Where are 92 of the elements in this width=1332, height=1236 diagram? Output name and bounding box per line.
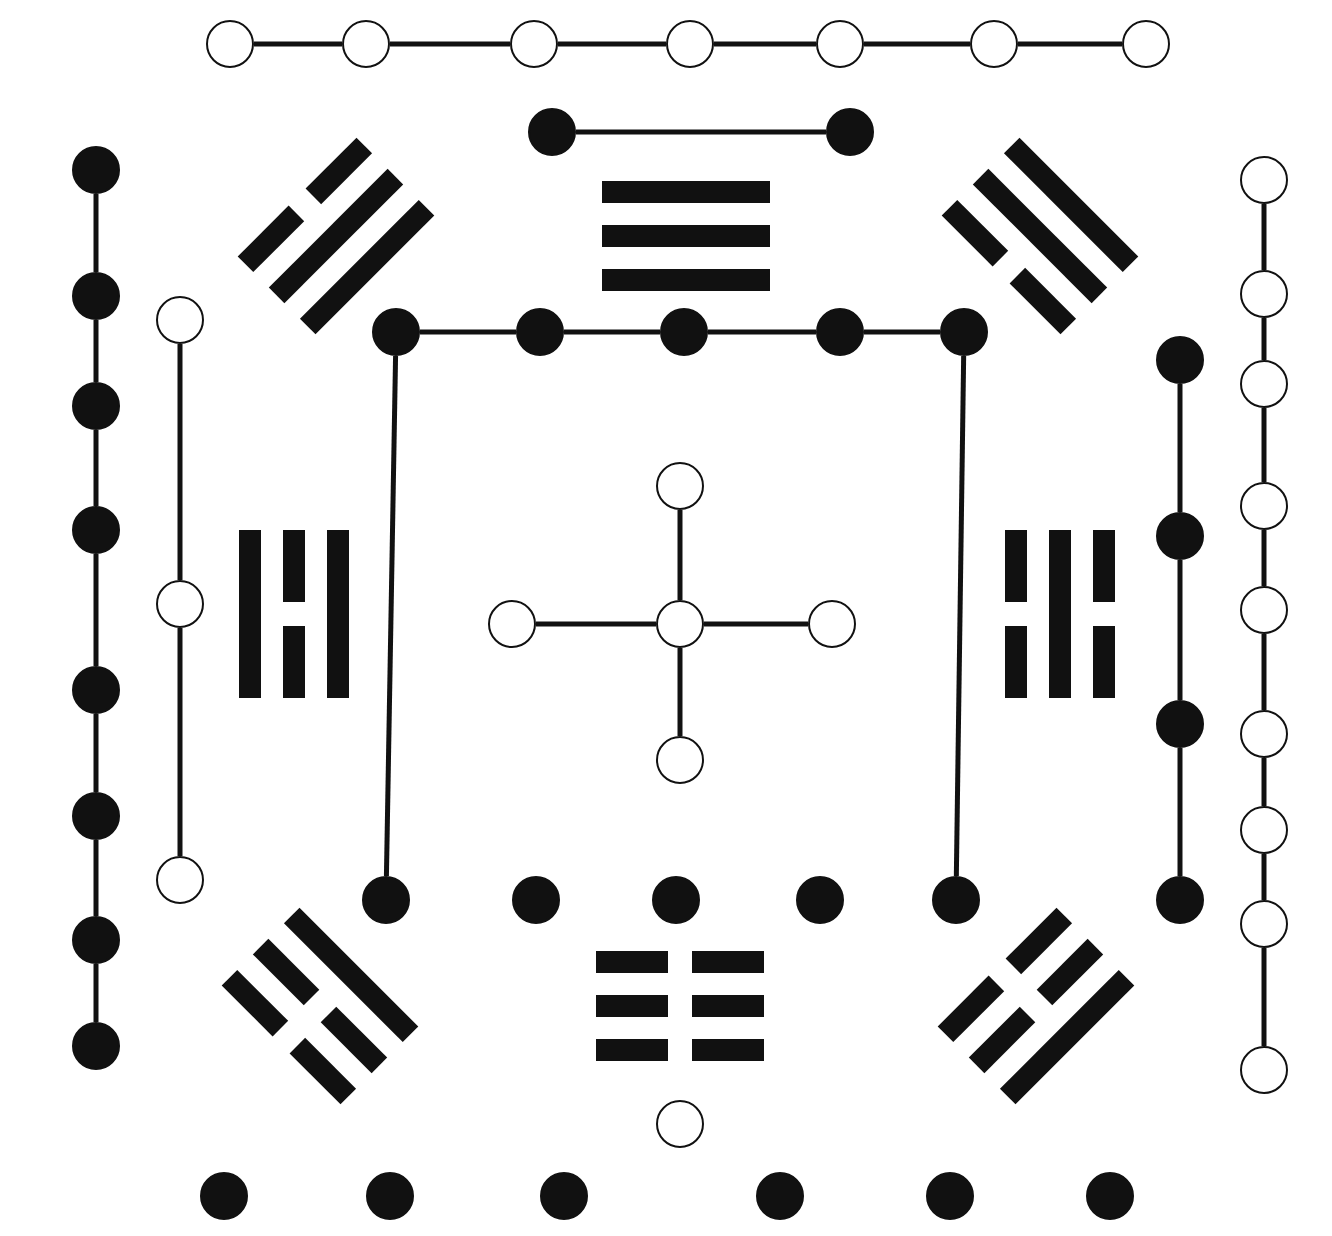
filled-dot [932,876,980,924]
connector-line [93,554,99,666]
filled-dot [72,382,120,430]
hollow-dot [1240,586,1288,634]
filled-dot [756,1172,804,1220]
filled-dot [940,308,988,356]
connector-line [1261,948,1267,1046]
hollow-dot [510,20,558,68]
filled-dot [1086,1172,1134,1220]
filled-dot [72,792,120,840]
filled-dot [926,1172,974,1220]
connector-line [254,41,342,47]
connector-line [1177,748,1183,876]
filled-dot [72,666,120,714]
connector-line [93,714,99,792]
connector-line [1261,634,1267,710]
connector-line [564,329,660,335]
hollow-dot [656,1100,704,1148]
filled-dot [512,876,560,924]
hollow-dot [1240,1046,1288,1094]
connector-line [1261,758,1267,806]
filled-dot [372,308,420,356]
filled-dot [1156,876,1204,924]
filled-dot [540,1172,588,1220]
connector-line [1177,560,1183,700]
connector-line [177,344,183,580]
hollow-dot [656,600,704,648]
hollow-dot [156,580,204,628]
filled-dot [796,876,844,924]
connector-line [1261,530,1267,586]
filled-dot [366,1172,414,1220]
hollow-dot [1240,806,1288,854]
hollow-dot [666,20,714,68]
connector-line [708,329,816,335]
hollow-dot [1240,482,1288,530]
filled-dot [72,916,120,964]
connector-line [93,430,99,506]
connector-line [714,41,816,47]
hollow-dot [1122,20,1170,68]
hollow-dot [206,20,254,68]
connector-line [177,628,183,856]
hollow-dot [1240,156,1288,204]
filled-dot [516,308,564,356]
filled-dot [1156,700,1204,748]
hollow-dot [342,20,390,68]
connector-line [1261,854,1267,900]
hollow-dot [1240,360,1288,408]
filled-dot [652,876,700,924]
connector-line [1261,204,1267,270]
filled-dot [826,108,874,156]
connector-line [390,41,510,47]
hollow-dot [488,600,536,648]
connector-line [953,355,967,877]
filled-dot [660,308,708,356]
connector-line [1018,41,1122,47]
hollow-dot [656,736,704,784]
filled-dot [72,146,120,194]
connector-line [93,320,99,382]
connector-line [576,129,826,135]
connector-line [420,329,516,335]
filled-dot [528,108,576,156]
filled-dot [362,876,410,924]
filled-dot [72,272,120,320]
filled-dot [1156,336,1204,384]
connector-line [864,41,970,47]
hollow-dot [156,856,204,904]
connector-line [1177,384,1183,512]
connector-line [558,41,666,47]
connector-line [383,355,399,877]
connector-line [93,194,99,272]
connector-line [93,840,99,916]
filled-dot [200,1172,248,1220]
filled-dot [72,506,120,554]
filled-dot [1156,512,1204,560]
filled-dot [816,308,864,356]
connector-line [1261,318,1267,360]
connector-line [536,621,656,627]
connector-line [677,510,683,600]
hollow-dot [808,600,856,648]
hollow-dot [656,462,704,510]
connector-line [1261,408,1267,482]
hollow-dot [816,20,864,68]
connector-line [864,329,940,335]
hollow-dot [1240,900,1288,948]
hollow-dot [1240,270,1288,318]
hollow-dot [1240,710,1288,758]
connector-line [93,964,99,1022]
connector-line [704,621,808,627]
filled-dot [72,1022,120,1070]
hollow-dot [156,296,204,344]
hollow-dot [970,20,1018,68]
connector-line [677,648,683,736]
